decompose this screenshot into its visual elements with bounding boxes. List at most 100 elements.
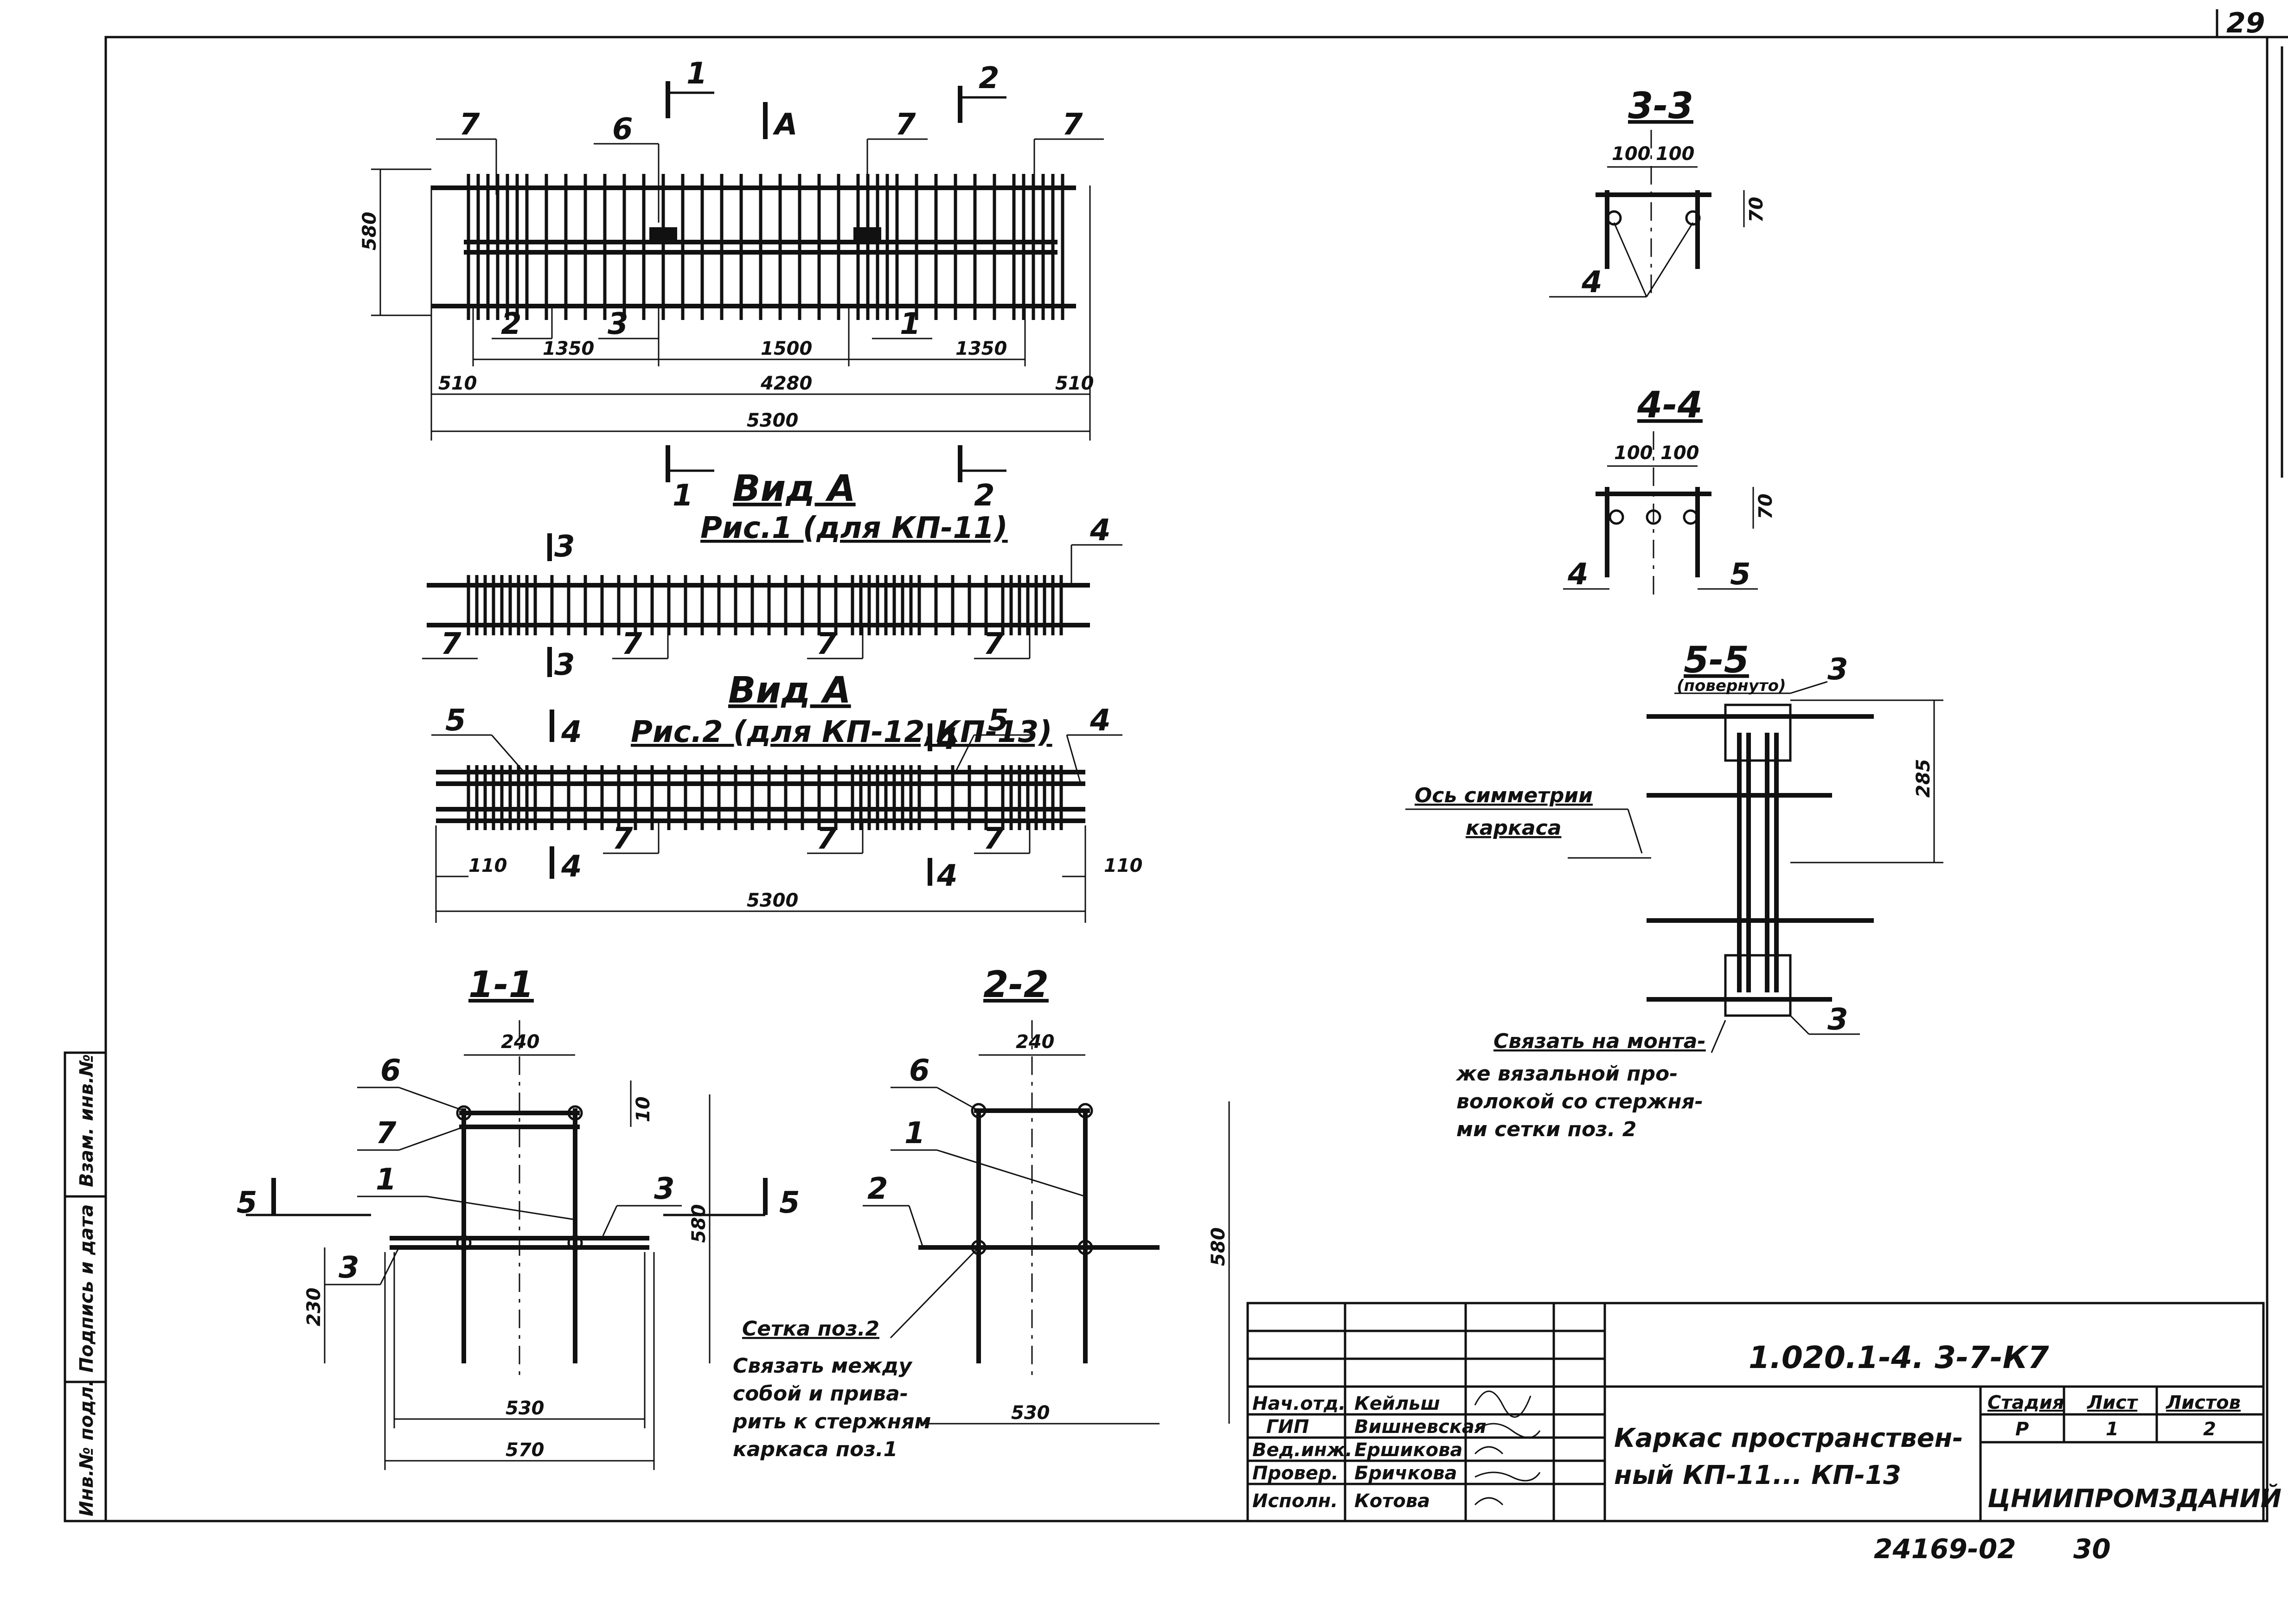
plan-pos-2: 2 (501, 307, 522, 341)
sec11-title: 1-1 (468, 964, 534, 1006)
tb-sheets-h: Листов (2166, 1392, 2241, 1413)
plan-pos-1: 1 (900, 307, 921, 341)
cut-mark-2-bottom: 2 (974, 479, 995, 513)
plan-pos-3: 3 (608, 307, 628, 341)
view1-pos-7a: 7 (441, 627, 461, 661)
dim-plan-inner: 4280 (760, 373, 812, 394)
view-a-fig1: Вид А Рис.1 (для КП-11) 3 3 4 7 7 7 7 (422, 468, 1122, 682)
note-setka-line2: собой и прива- (733, 1382, 908, 1406)
sec11-pos-7: 7 (376, 1116, 397, 1151)
dim-plan-height: 580 (359, 212, 380, 251)
sec44-pos-5: 5 (1730, 557, 1751, 592)
note-setka-line1: Связать между (733, 1354, 913, 1378)
view2-pos-7b: 7 (816, 822, 837, 856)
sec11-cut-5-right: 5 (779, 1186, 800, 1220)
tb-name-row-3: Ершикова (1354, 1439, 1462, 1461)
tb-sheets: 2 (2203, 1419, 2216, 1440)
section-3-3: 3-3 100 100 70 4 (1549, 85, 1767, 300)
sec33-dimensions: 100 100 70 (1607, 143, 1767, 227)
tb-stage-h: Стадия (1987, 1392, 2064, 1413)
page-number: 29 (2226, 7, 2265, 39)
cut-mark-1-top: 1 (686, 57, 707, 91)
section-2-2: 2-2 240 580 530 6 1 2 (863, 964, 1230, 1425)
view2-transverse-bars (467, 765, 1063, 830)
view1-pos-7b: 7 (622, 627, 642, 661)
plan-view: 580 1350 1500 1350 510 4280 510 5300 1 1 (359, 57, 1104, 513)
sec22-dimensions: 240 580 530 (923, 1031, 1230, 1425)
tb-role-1: Нач.отд. (1252, 1393, 1346, 1414)
note-setka-line4: каркаса поз.1 (733, 1438, 897, 1461)
sec11-pos-1: 1 (376, 1163, 397, 1197)
tb-name-1: Каркас пространствен- (1614, 1423, 1963, 1453)
cut-mark-2-top: 2 (979, 61, 1000, 96)
dim-sec11-low: 230 (303, 1288, 325, 1327)
dim-sec11-height: 580 (688, 1204, 710, 1243)
dim-sec55: 285 (1913, 759, 1934, 798)
view2-pos-4: 4 (1090, 703, 1111, 738)
tb-code: 1.020.1-4. 3-7-К7 (1749, 1340, 2049, 1375)
view2-dimensions: 110 110 5300 (435, 825, 1143, 923)
sec11-pos-3-right: 3 (654, 1172, 675, 1206)
sec44-dimensions: 100 100 70 (1607, 442, 1776, 529)
view1-title: Вид А (733, 468, 856, 510)
archive-page: 30 (2073, 1533, 2111, 1565)
sec11-pos-6: 6 (380, 1054, 401, 1088)
sec55-axis-label-1: Ось симметрии (1415, 784, 1593, 807)
cut-mark-1-bottom: 1 (673, 479, 693, 513)
dim-sec11-top: 10 (633, 1096, 654, 1122)
tb-sheet: 1 (2106, 1419, 2119, 1440)
section-5-5: 5-5 (повернуто) 3 285 Ось симметрии карк… (1405, 639, 1943, 1141)
plan-pos-6: 6 (612, 112, 633, 147)
tb-role-4: Провер. (1252, 1463, 1339, 1484)
view1-caption: Рис.1 (для КП-11) (700, 511, 1008, 545)
tb-org: ЦНИИПРОМЗДАНИЙ (1987, 1484, 2282, 1513)
title-block: 1.020.1-4. 3-7-К7 Каркас пространствен- … (1246, 1302, 2282, 1522)
tb-name-row-2: Вишневская (1354, 1416, 1487, 1438)
dim-sec44-b: 100 (1660, 442, 1699, 464)
dim-plan-edge-l: 510 (438, 373, 477, 394)
tb-role-5: Исполн. (1252, 1490, 1338, 1512)
sec11-dimensions: 240 10 580 230 530 570 (303, 1031, 711, 1470)
dim-plan-total: 5300 (747, 410, 798, 431)
view-a-mark: A (772, 108, 798, 142)
tb-role-3: Вед.инж. (1252, 1439, 1352, 1461)
sec55-dimensions: 285 (1790, 699, 1943, 863)
view2-title: Вид А (728, 670, 851, 711)
sec55-note-4: ми сетки поз. 2 (1456, 1118, 1636, 1141)
rebar-section (971, 1240, 987, 1255)
plan-pos-7c: 7 (1062, 108, 1083, 142)
rebar-section (567, 1105, 583, 1121)
side-stamp: Инв.№ подл. Подпись и дата Взам. инв.№ (64, 1051, 107, 1522)
tb-name-2: ный КП-11... КП-13 (1614, 1460, 1901, 1490)
plan-dimensions: 580 1350 1500 1350 510 4280 510 5300 (359, 168, 1094, 441)
dim-view2-left: 110 (468, 855, 507, 876)
dim-sec11-width: 240 (501, 1031, 540, 1053)
note-setka: Сетка поз.2 Связать между собой и прива-… (732, 1247, 980, 1461)
dim-plan-edge-r: 510 (1055, 373, 1094, 394)
view1-pos-4: 4 (1090, 513, 1111, 548)
sec44-pos-4: 4 (1567, 557, 1589, 592)
sec55-pos-3-bottom: 3 (1827, 1003, 1848, 1037)
note-setka-line3: рить к стержням (732, 1410, 931, 1433)
plan-pos-7b: 7 (895, 108, 916, 142)
side-stamp-sign: Подпись и дата (76, 1204, 97, 1373)
rebar-section (971, 1103, 987, 1119)
note-setka-title: Сетка поз.2 (742, 1317, 879, 1341)
sec55-axis-label-2: каркаса (1466, 816, 1561, 840)
sec55-title: 5-5 (1684, 639, 1749, 681)
sec55-pos-3-top: 3 (1827, 652, 1848, 687)
archive-number: 24169-02 (1874, 1533, 2016, 1565)
dim-sec44-a: 100 (1614, 442, 1653, 464)
lifting-loop (649, 227, 677, 241)
dim-sec11-inner: 530 (506, 1398, 545, 1419)
dim-sec33-a: 100 (1612, 143, 1651, 165)
sec22-pos-1: 1 (904, 1116, 925, 1151)
sec55-subtitle: (повернуто) (1677, 677, 1786, 695)
sec55-note-1: Связать на монта- (1493, 1029, 1706, 1053)
side-stamp-replace: Взам. инв.№ (76, 1054, 97, 1187)
section-4-4: 4-4 100 100 70 4 5 (1563, 384, 1776, 598)
view1-pos-7c: 7 (816, 627, 837, 661)
rebar-section (1077, 1240, 1093, 1255)
plan-transverse-bars (467, 174, 1064, 320)
